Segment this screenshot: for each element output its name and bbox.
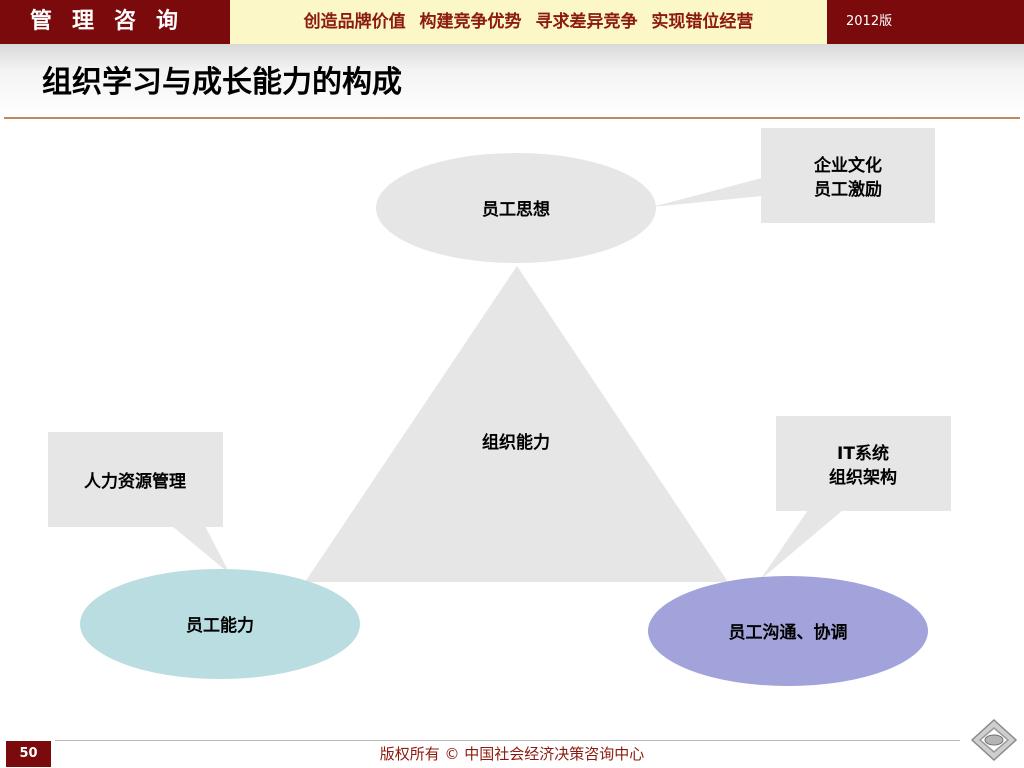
callout-top-right-pointer — [652, 178, 762, 207]
slogan-banner: 创造品牌价值 构建竞争优势 寻求差异竞争 实现错位经营 — [230, 0, 827, 44]
footer-divider — [55, 740, 960, 741]
callout-top-right-line-1: 企业文化 — [813, 155, 882, 176]
callout-top-right-line-2: 员工激励 — [814, 179, 882, 200]
page-number: 50 — [6, 741, 51, 767]
brand-title: 管理咨询 — [30, 9, 199, 34]
center-label: 组织能力 — [482, 432, 550, 453]
right-node-ellipse — [648, 576, 928, 686]
callout-right-box — [776, 416, 951, 511]
edition-label: 2012版 — [846, 14, 893, 29]
top-node-label: 员工思想 — [482, 199, 550, 220]
callout-left-pointer — [172, 526, 230, 574]
title-divider — [4, 117, 1020, 119]
copyright-text: 版权所有 © 中国社会经济决策咨询中心 — [379, 745, 645, 763]
left-node-label: 员工能力 — [186, 615, 254, 636]
center-triangle — [305, 266, 728, 582]
left-node-ellipse — [80, 569, 360, 679]
callout-left-line-1: 人力资源管理 — [84, 471, 186, 492]
header-bar: 管理咨询 创造品牌价值 构建竞争优势 寻求差异竞争 实现错位经营 2012版 — [0, 0, 1024, 44]
top-node-ellipse — [376, 153, 656, 263]
slogan-text: 创造品牌价值 构建竞争优势 寻求差异竞争 实现错位经营 — [303, 12, 754, 32]
callout-top-right-box — [761, 128, 935, 223]
title-bar — [0, 44, 1024, 118]
logo-icon — [970, 718, 1018, 762]
callout-right-pointer — [760, 510, 843, 580]
callout-right-line-1: IT系统 — [837, 443, 889, 464]
page-title: 组织学习与成长能力的构成 — [42, 65, 402, 100]
right-node-label: 员工沟通、协调 — [729, 622, 848, 643]
callout-right-line-2: 组织架构 — [829, 467, 897, 488]
callout-left-box — [48, 432, 223, 527]
